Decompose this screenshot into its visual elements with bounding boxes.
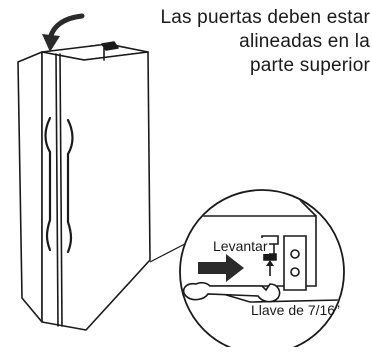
inset-detail [179,189,345,352]
wrench-label: Llave de 7/16” [251,302,340,318]
refrigerator-doors [44,41,119,327]
wrench-icon [182,281,281,303]
lift-label: Levantar [211,238,270,254]
caption-line-2: alineadas en la [239,31,370,52]
curved-arrow-down-icon [42,13,85,52]
alignment-caption: Las puertas deben estar alineadas en la … [96,6,370,78]
caption-line-3: parte superior [249,55,370,76]
refrigerator-body [17,43,151,331]
arrow-up-icon [266,260,274,276]
caption-line-1: Las puertas deben estar [160,7,370,28]
arrow-right-icon [198,254,244,282]
